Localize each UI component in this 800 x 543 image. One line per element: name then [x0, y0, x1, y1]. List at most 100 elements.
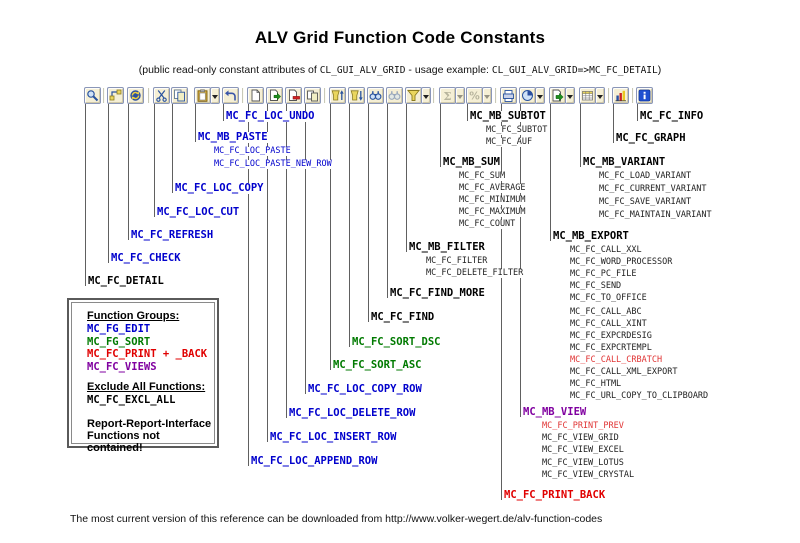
connector-line-insert-row [267, 104, 268, 442]
toolbar-button-sort-asc[interactable] [329, 87, 346, 104]
constant-label-mc_fc_loc_copy: MC_FC_LOC_COPY [174, 182, 265, 194]
constant-label-mc_fc_subtot: MC_FC_SUBTOT [485, 125, 549, 135]
toolbar-button-refresh[interactable] [127, 87, 144, 104]
percent-icon: % [467, 89, 482, 103]
connector-line-views [520, 104, 521, 417]
toolbar-button-copy-row[interactable] [304, 87, 321, 104]
constant-label-mc_fc_detail: MC_FC_DETAIL [87, 275, 165, 287]
page-title: ALV Grid Function Code Constants [254, 28, 546, 47]
legend-heading-function-groups: Function Groups: [87, 310, 180, 322]
connector-line-check [108, 104, 109, 263]
toolbar-button-copy[interactable] [171, 87, 188, 104]
copy-icon [172, 89, 187, 102]
toolbar-button-print[interactable] [500, 87, 517, 104]
toolbar-button-subtotal[interactable]: % [466, 87, 483, 104]
sort-ascending-icon [330, 89, 345, 102]
connector-line-graph [613, 104, 614, 143]
views-icon [520, 89, 535, 102]
connector-line-info [637, 104, 638, 121]
toolbar-button-paste[interactable] [194, 87, 211, 104]
toolbar-button-insert-row[interactable] [266, 87, 283, 104]
delete-row-icon [286, 89, 301, 102]
toolbar-button-sort-desc[interactable] [348, 87, 365, 104]
constant-label-mc_fc_loc_paste: MC_FC_LOC_PASTE [213, 146, 292, 156]
printer-icon [501, 89, 516, 102]
connector-line-filter [406, 104, 407, 252]
connector-line-find [368, 104, 369, 322]
constant-label-mc_fc_find_more: MC_FC_FIND_MORE [389, 287, 486, 299]
constant-label-mc_fc_filter: MC_FC_FILTER [425, 256, 489, 266]
connector-line-sort-desc [349, 104, 350, 347]
toolbar-button-undo[interactable] [222, 87, 239, 104]
connector-line-export [550, 104, 551, 241]
constant-label-mc_fc_view_crystal: MC_FC_VIEW_CRYSTAL [541, 470, 636, 480]
constant-label-mc_mb_subtot: MC_MB_SUBTOT [469, 110, 547, 122]
sort-descending-icon [349, 89, 364, 102]
toolbar-button-filter[interactable] [405, 87, 422, 104]
toolbar-button-check[interactable] [107, 87, 124, 104]
footer-note: The most current version of this referen… [70, 513, 603, 525]
toolbar-dropdown-subtotal[interactable] [482, 87, 492, 104]
toolbar-dropdown-variant[interactable] [595, 87, 605, 104]
connector-line-find-more [387, 104, 388, 298]
connector-line-copy [172, 104, 173, 193]
constant-label-mc_fc_sort_asc: MC_FC_SORT_ASC [332, 359, 423, 371]
constant-label-mc_fc_pc_file: MC_FC_PC_FILE [569, 269, 638, 279]
constant-label-mc_mb_filter: MC_MB_FILTER [408, 241, 486, 253]
constant-label-mc_fc_sort_dsc: MC_FC_SORT_DSC [351, 336, 442, 348]
constant-label-mc_fc_print_back: MC_FC_PRINT_BACK [503, 489, 607, 501]
constant-label-mc_fc_call_crbatch: MC_FC_CALL_CRBATCH [569, 355, 664, 365]
layout-grid-icon [580, 89, 595, 102]
chevron-down-icon [457, 95, 463, 99]
constant-label-mc_fc_loc_cut: MC_FC_LOC_CUT [156, 206, 241, 218]
constant-label-mc_fc_send: MC_FC_SEND [569, 281, 623, 291]
constant-label-mc_mb_paste: MC_MB_PASTE [197, 131, 269, 143]
subtitle-text: - usage example: [405, 64, 492, 76]
constant-label-mc_fc_sum: MC_FC_SUM [458, 171, 507, 181]
toolbar-button-append-row[interactable] [247, 87, 264, 104]
toolbar-dropdown-sum[interactable] [455, 87, 465, 104]
toolbar-dropdown-paste[interactable] [210, 87, 220, 104]
constant-label-mc_fc_call_abc: MC_FC_CALL_ABC [569, 307, 643, 317]
legend-note-line2: Functions not contained! [87, 429, 160, 454]
legend-note-line1: Report-Report-Interface [87, 417, 212, 430]
toolbar-button-sum[interactable]: Σ [439, 87, 456, 104]
toolbar-button-views[interactable] [519, 87, 536, 104]
connector-line-subtotal [467, 104, 468, 121]
toolbar-button-detail[interactable] [84, 87, 101, 104]
toolbar-button-export[interactable] [549, 87, 566, 104]
toolbar-button-variant[interactable] [579, 87, 596, 104]
constant-label-mc_fc_auf: MC_FC_AUF [485, 137, 534, 147]
constant-label-mc_fc_expcrtempl: MC_FC_EXPCRTEMPL [569, 343, 653, 353]
toolbar-dropdown-export[interactable] [565, 87, 575, 104]
toolbar-button-info[interactable] [636, 87, 653, 104]
subtitle-code-usage: CL_GUI_ALV_GRID=>MC_FC_DETAIL [491, 65, 658, 76]
toolbar-button-cut[interactable] [153, 87, 170, 104]
toolbar-separator [103, 88, 105, 103]
constant-label-mc_mb_variant: MC_MB_VARIANT [582, 156, 667, 168]
check-icon [108, 89, 123, 102]
toolbar-button-find-more[interactable] [386, 87, 403, 104]
subtitle-text: ) [657, 64, 662, 76]
duplicate-row-icon [305, 89, 320, 102]
toolbar-button-find[interactable] [367, 87, 384, 104]
chevron-down-icon [567, 95, 573, 99]
chevron-down-icon [484, 95, 490, 99]
legend-item-mc_fc_views: MC_FC_VIEWS [87, 360, 157, 373]
constant-label-mc_fc_expcrdesig: MC_FC_EXPCRDESIG [569, 331, 653, 341]
toolbar-separator [495, 88, 497, 103]
connector-line-undo [223, 104, 224, 121]
constant-label-mc_fc_minimum: MC_FC_MINIMUM [458, 195, 527, 205]
toolbar-button-graph[interactable] [612, 87, 629, 104]
connector-line-delete-row [286, 104, 287, 418]
toolbar-dropdown-filter[interactable] [421, 87, 431, 104]
connector-line-append-row [248, 104, 249, 466]
constant-label-mc_fc_word_processor: MC_FC_WORD_PROCESSOR [569, 257, 674, 267]
constant-label-mc_fc_url_copy_to_clipboard: MC_FC_URL_COPY_TO_CLIPBOARD [569, 391, 710, 401]
toolbar-dropdown-views[interactable] [535, 87, 545, 104]
toolbar-button-delete-row[interactable] [285, 87, 302, 104]
constant-label-mc_fc_maximum: MC_FC_MAXIMUM [458, 207, 527, 217]
constant-label-mc_fc_to_office: MC_FC_TO_OFFICE [569, 293, 648, 303]
svg-text:%: % [469, 91, 480, 103]
